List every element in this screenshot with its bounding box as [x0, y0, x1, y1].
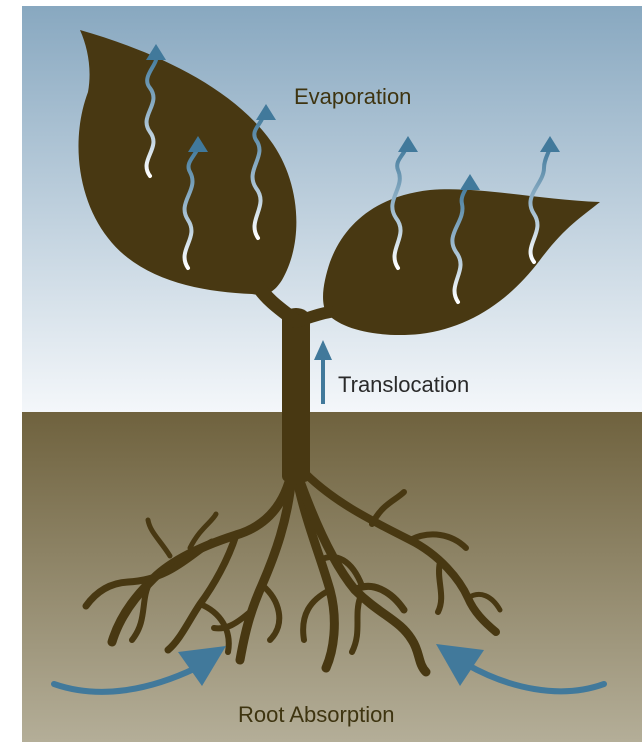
label-root-absorption: Root Absorption: [238, 702, 395, 727]
plant-stem: [282, 312, 310, 482]
label-translocation: Translocation: [338, 372, 469, 397]
label-evaporation: Evaporation: [294, 84, 411, 109]
